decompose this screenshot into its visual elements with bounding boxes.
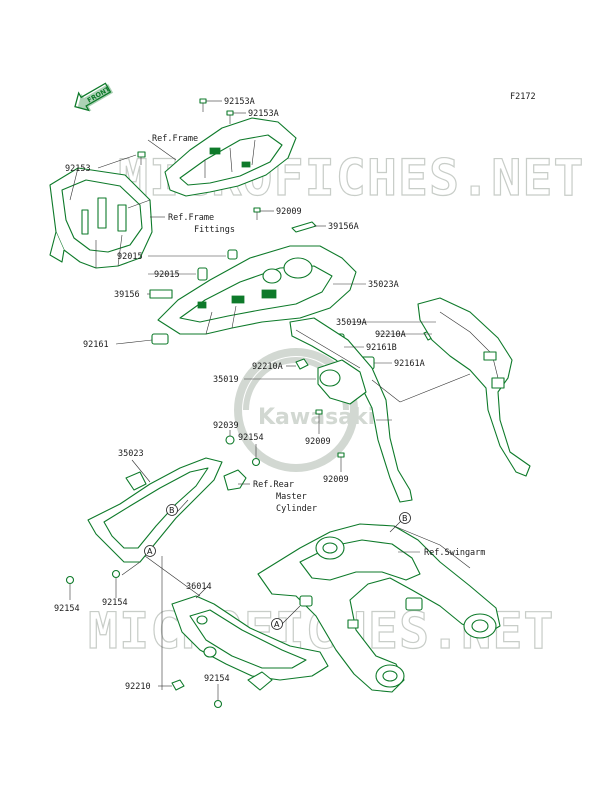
label-92154-3: 92154 (102, 598, 128, 608)
collar-92015-a (227, 249, 238, 260)
label-92039: 92039 (213, 421, 239, 431)
svg-text:B: B (169, 506, 175, 515)
collar-92015-b (197, 267, 208, 281)
ref-frame-fittings-label-2: Fittings (194, 225, 235, 235)
swingarm-part (257, 523, 501, 693)
label-92154-4: 92154 (204, 674, 230, 684)
label-92009-3: 92009 (323, 475, 349, 485)
inner-fender-35023-part (87, 457, 223, 576)
bolt-92009-a (253, 207, 261, 220)
callout-a-2: A (271, 618, 283, 630)
damper-92161 (151, 333, 169, 345)
part-labels: 92153A 92153A 92153 92009 39156A 92015 9… (54, 97, 425, 692)
bolt-92154-c (111, 569, 121, 579)
label-92009-1: 92009 (276, 207, 302, 217)
label-92210a-2: 92210A (252, 362, 283, 372)
label-92015-2: 92015 (154, 270, 180, 280)
callout-b-1: B (166, 504, 178, 516)
label-39156a: 39156A (328, 222, 359, 232)
ref-frame-label: Ref.Frame (152, 134, 198, 144)
nut-92210 (171, 679, 185, 691)
label-35023: 35023 (118, 449, 144, 459)
ref-rear-master-label-1: Ref.Rear (253, 480, 294, 490)
ref-rear-master-label-3: Cylinder (276, 504, 317, 514)
ref-swingarm-label: Ref.Swingarm (424, 548, 485, 558)
label-92210: 92210 (125, 682, 151, 692)
bolt-92153 (137, 151, 146, 165)
bolt-92154-a (251, 457, 261, 467)
label-92161a: 92161A (394, 359, 425, 369)
label-35019a: 35019A (336, 318, 367, 328)
label-35019: 35019 (213, 375, 239, 385)
bolt-92153a-a (199, 98, 207, 112)
label-92153a-1: 92153A (224, 97, 255, 107)
svg-text:A: A (274, 620, 280, 629)
bolt-92153a-b (226, 110, 234, 124)
figure-id: F2172 (510, 92, 536, 102)
label-92154-2: 92154 (54, 604, 80, 614)
ref-rear-master-label-2: Master (276, 492, 307, 502)
ref-frame-fittings-label-1: Ref.Frame (168, 213, 214, 223)
seat-cowl-upper-part (164, 117, 297, 197)
bolt-92009-b (315, 409, 323, 422)
label-92153a-2: 92153A (248, 109, 279, 119)
badge-text: Kawasaki (258, 405, 375, 430)
front-arrow-icon: FRONT (74, 82, 114, 112)
label-36014: 36014 (186, 582, 212, 592)
bolt-92154-b (65, 575, 75, 585)
seat-cowl-middle-part (157, 245, 357, 335)
bolt-92154-d (213, 699, 223, 709)
chain-cover-36014-part (171, 595, 329, 691)
nut-92210a-b (295, 358, 309, 370)
rear-fender-35019-part (289, 317, 413, 503)
reference-labels: Ref.Frame Ref.Frame Fittings Ref.Rear Ma… (152, 134, 485, 558)
label-35023a: 35023A (368, 280, 399, 290)
label-92161: 92161 (83, 340, 109, 350)
svg-text:A: A (147, 547, 153, 556)
pad-39156a (291, 221, 317, 233)
label-92210a-1: 92210A (375, 330, 406, 340)
kawasaki-badge: Kawasaki (234, 348, 375, 472)
label-92009-2: 92009 (305, 437, 331, 447)
bolt-92009-c (337, 452, 345, 465)
label-92015-1: 92015 (117, 252, 143, 262)
label-39156: 39156 (114, 290, 140, 300)
frame-fittings-part (49, 167, 153, 269)
callout-b-2: B (399, 512, 411, 524)
fender-bracket-35019a-part (417, 297, 531, 477)
bolt-92039 (225, 435, 235, 445)
pad-39156 (149, 289, 173, 299)
label-92161b: 92161B (366, 343, 397, 353)
svg-text:B: B (402, 514, 408, 523)
label-92153: 92153 (65, 164, 91, 174)
label-92154-1: 92154 (238, 433, 264, 443)
callout-a-1: A (144, 545, 156, 557)
rear-master-cylinder-part (223, 469, 247, 491)
leader-lines (69, 100, 471, 700)
